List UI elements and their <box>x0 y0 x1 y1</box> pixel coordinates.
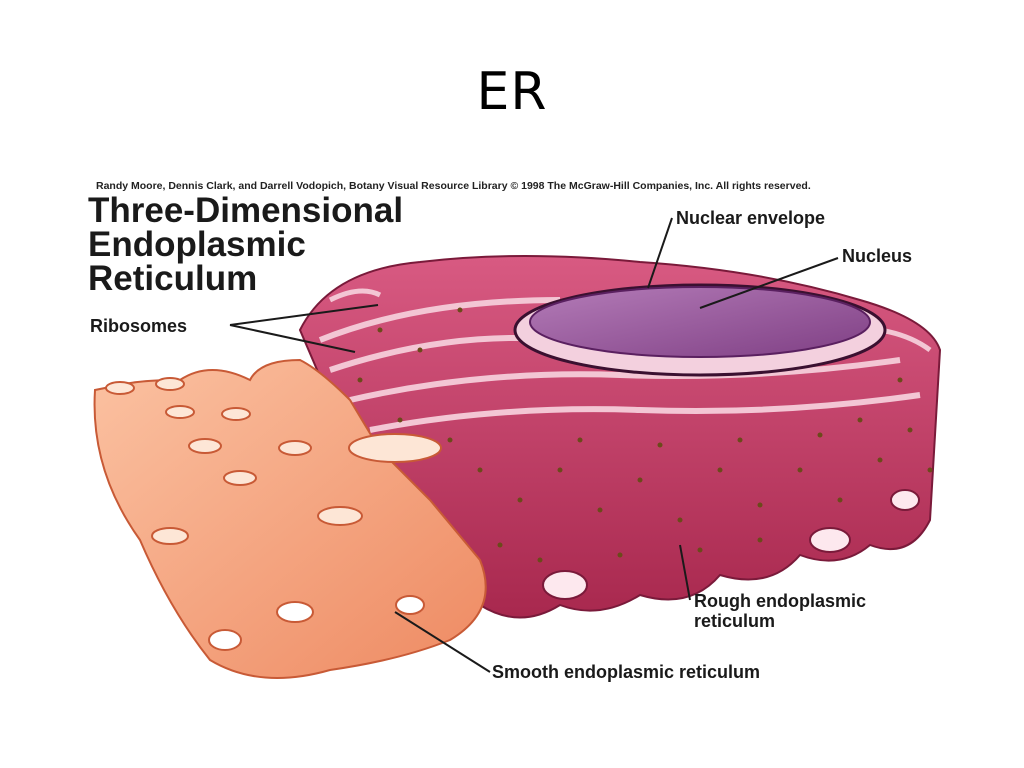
label-nuclear-envelope: Nuclear envelope <box>676 208 826 228</box>
figure-title-line-1: Three-Dimensional <box>88 191 404 230</box>
leader-lines <box>229 217 839 673</box>
smooth-er-body <box>93 358 487 679</box>
nuclear-envelope-leader <box>647 217 673 289</box>
ribosome-dots <box>357 307 933 563</box>
label-rough-er-line-2: reticulum <box>694 611 776 631</box>
label-nucleus: Nucleus <box>842 246 913 266</box>
ribosomes-leader-1 <box>229 304 379 326</box>
figure-title-line-3: Reticulum <box>88 259 258 298</box>
credit-line: Randy Moore, Dennis Clark, and Darrell V… <box>96 180 811 192</box>
label-rough-er-line-1: Rough endoplasmic <box>694 591 867 611</box>
figure-title-line-2: Endoplasmic <box>88 225 306 264</box>
nucleus <box>513 283 887 377</box>
nucleus-leader <box>699 257 839 309</box>
smooth-er-leader <box>394 611 491 673</box>
figure-title: Three-Dimensional Endoplasmic Reticulum <box>88 191 404 298</box>
rough-er-leader <box>679 544 691 601</box>
ribosomes-leader-2 <box>229 324 356 353</box>
label-smooth-er: Smooth endoplasmic reticulum <box>492 662 761 682</box>
slide-title: ER <box>476 62 548 122</box>
label-ribosomes: Ribosomes <box>90 316 188 336</box>
